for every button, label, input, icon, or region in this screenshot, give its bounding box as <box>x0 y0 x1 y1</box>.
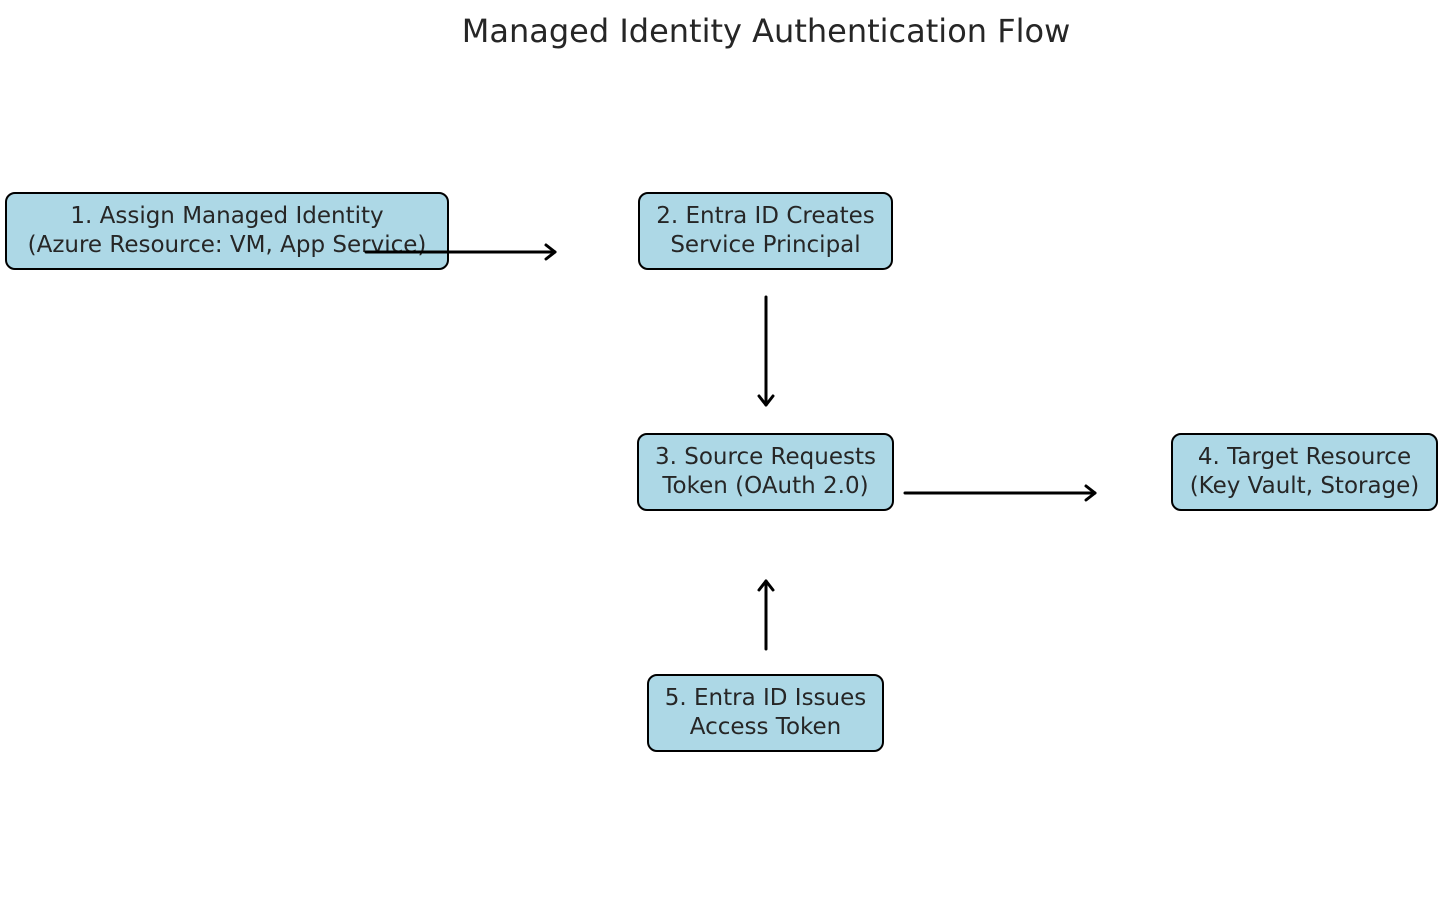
node-label-line: 2. Entra ID Creates <box>656 203 875 229</box>
diagram-title: Managed Identity Authentication Flow <box>461 12 1071 50</box>
node-label-line: 1. Assign Managed Identity <box>70 203 384 229</box>
node-entra-issues-access-token: 5. Entra ID Issues Access Token <box>647 674 884 752</box>
node-entra-creates-service-principal: 2. Entra ID Creates Service Principal <box>638 192 893 270</box>
node-label-line: 5. Entra ID Issues <box>664 685 867 711</box>
arrow-2-to-3 <box>757 295 775 407</box>
node-label-line: Access Token <box>689 714 842 740</box>
node-label-line: (Azure Resource: VM, App Service) <box>27 232 427 258</box>
node-target-resource: 4. Target Resource (Key Vault, Storage) <box>1171 433 1438 511</box>
node-label-line: Token (OAuth 2.0) <box>662 473 869 499</box>
node-label-line: 3. Source Requests <box>655 444 876 470</box>
node-source-requests-token: 3. Source Requests Token (OAuth 2.0) <box>637 433 894 511</box>
arrow-5-to-3 <box>757 579 775 651</box>
node-label-line: Service Principal <box>670 232 861 258</box>
node-label-line: (Key Vault, Storage) <box>1189 473 1420 499</box>
arrow-3-to-4 <box>903 484 1097 502</box>
node-assign-managed-identity: 1. Assign Managed Identity (Azure Resour… <box>5 192 449 270</box>
node-label-line: 4. Target Resource <box>1197 444 1412 470</box>
